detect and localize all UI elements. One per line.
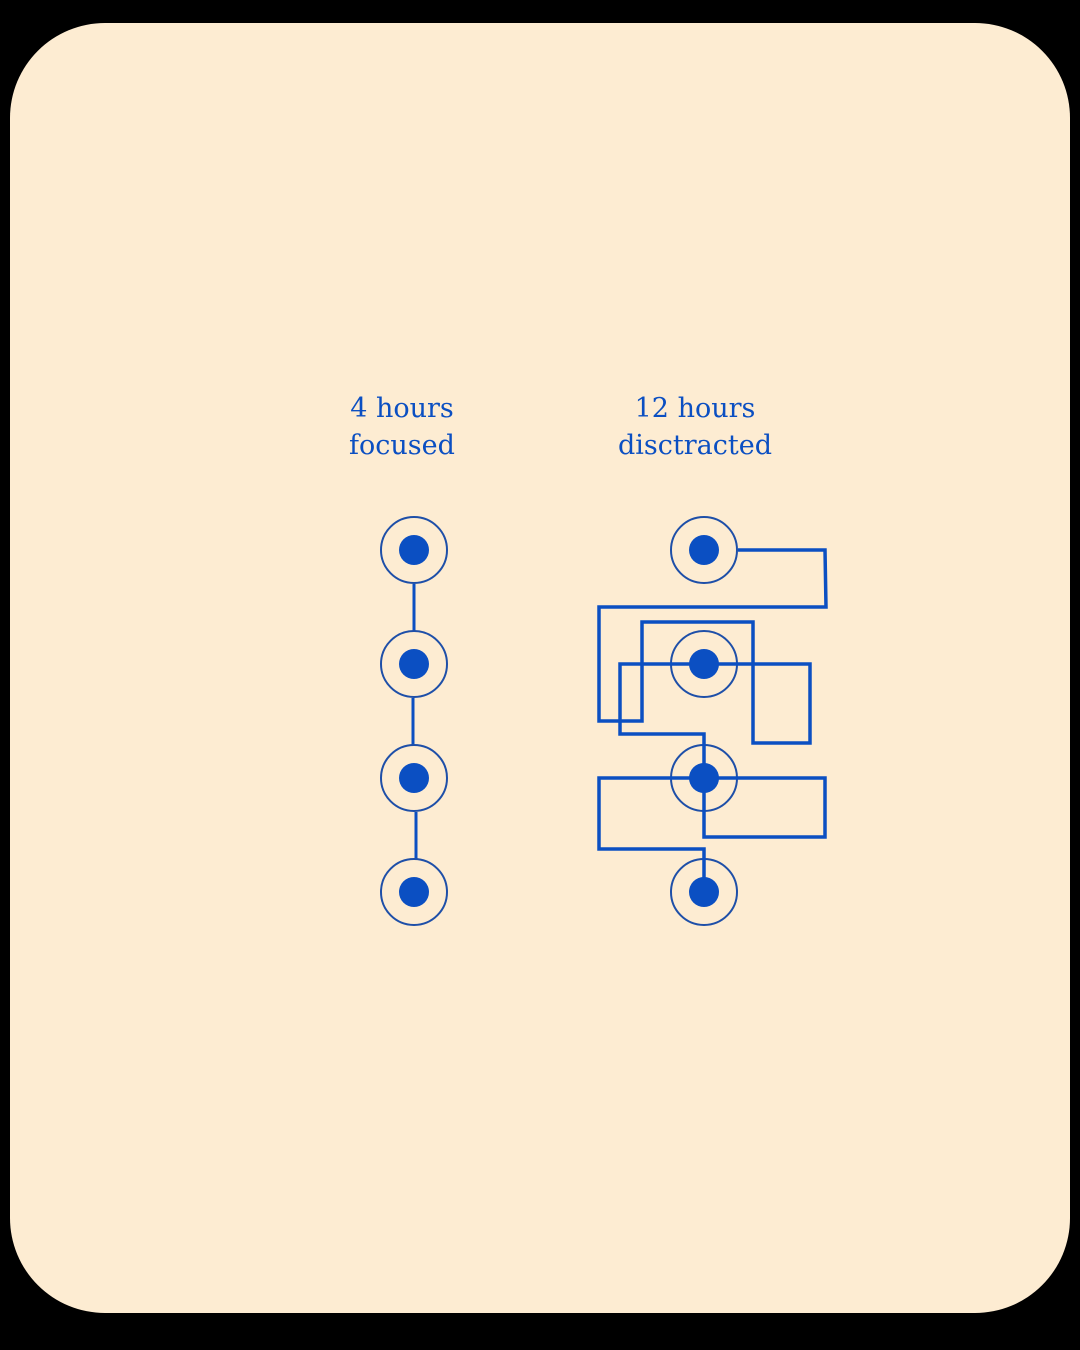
focused-nodes [380, 516, 448, 926]
distracted-node-dot-1 [689, 535, 719, 565]
focused-connectors [411, 584, 418, 859]
distracted-label: 12 hours disctracted [595, 390, 795, 464]
focused-label: 4 hours focused [302, 390, 502, 464]
card-background [10, 23, 1070, 1313]
card: 4 hours focused 12 hours disctracted [10, 23, 1070, 1313]
distracted-node-dot-2 [689, 649, 719, 679]
focused-node-dot-3 [399, 763, 429, 793]
focused-node-dot-1 [399, 535, 429, 565]
distracted-label-line2: disctracted [618, 430, 772, 461]
distracted-path-1 [597, 548, 828, 778]
distracted-label-line1: 12 hours [634, 393, 756, 424]
diagram-canvas [10, 23, 1070, 1313]
distracted-node-dot-4 [689, 877, 719, 907]
focused-node-dot-4 [399, 877, 429, 907]
focused-node-dot-2 [399, 649, 429, 679]
focused-label-line1: 4 hours [350, 393, 454, 424]
distracted-node-dot-3 [689, 763, 719, 793]
focused-label-line2: focused [349, 430, 455, 461]
